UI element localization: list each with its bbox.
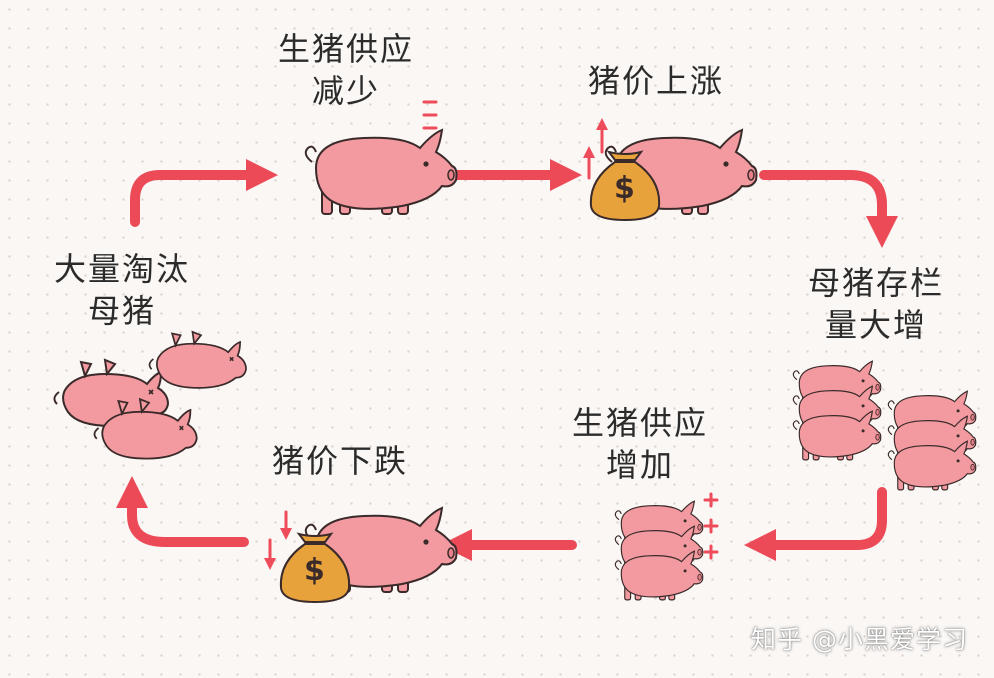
pig-stack-icon xyxy=(614,500,704,601)
minus-icon xyxy=(422,100,438,130)
pig-icon xyxy=(304,129,458,215)
up-arrow-icon xyxy=(583,118,608,180)
watermark: 知乎 @小黑爱学习 xyxy=(751,625,968,654)
arrow-sow-stock-to-supply-increase xyxy=(743,487,887,562)
plus-icon xyxy=(703,492,719,560)
stage-label-sow-stock-increase: 母猪存栏 量大增 xyxy=(808,264,945,344)
stage-label-supply-increase: 生猪供应 增加 xyxy=(572,404,709,484)
pig-stack-icon xyxy=(792,360,977,491)
stage-label-supply-decrease: 生猪供应 减少 xyxy=(278,30,415,110)
stage-label-price-fall: 猪价下跌 xyxy=(272,442,409,480)
culled-pigs-icon xyxy=(53,330,247,460)
stage-label-price-rise: 猪价上涨 xyxy=(588,62,725,100)
stage-label-cull-sows: 大量淘汰 母猪 xyxy=(54,250,191,330)
down-arrow-icon xyxy=(264,510,292,570)
dollar-sign: $ xyxy=(614,171,635,206)
arrow-price-rise-to-sow-stock xyxy=(759,170,899,249)
arrow-price-fall-to-cull xyxy=(115,475,249,547)
dollar-sign: $ xyxy=(304,553,325,588)
arrow-cull-to-supply-decrease xyxy=(130,158,279,227)
